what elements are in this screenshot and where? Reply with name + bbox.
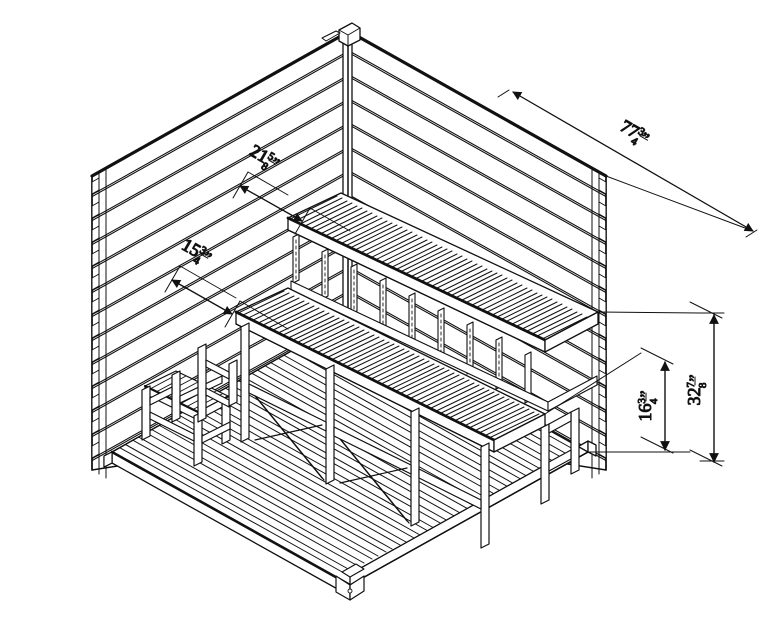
dimension-label-upper-bench-height: 3278” (684, 374, 709, 405)
dimension-32-7-8: 3278” (684, 301, 725, 467)
left-wall-corner-joints (91, 167, 107, 479)
step-stool (141, 343, 238, 467)
dimension-label-lower-bench-height: 1634” (635, 390, 660, 421)
upper-bench (286, 192, 599, 412)
lower-bench (234, 287, 580, 549)
dimension-leaders (544, 311, 701, 453)
dimension-label-depth: 7734” (614, 116, 653, 153)
lower-bench-frame (240, 322, 490, 549)
floor-corner-joint (335, 563, 365, 601)
dimension-16-3-4: 1634” (635, 347, 674, 454)
floor-frame (103, 317, 597, 601)
